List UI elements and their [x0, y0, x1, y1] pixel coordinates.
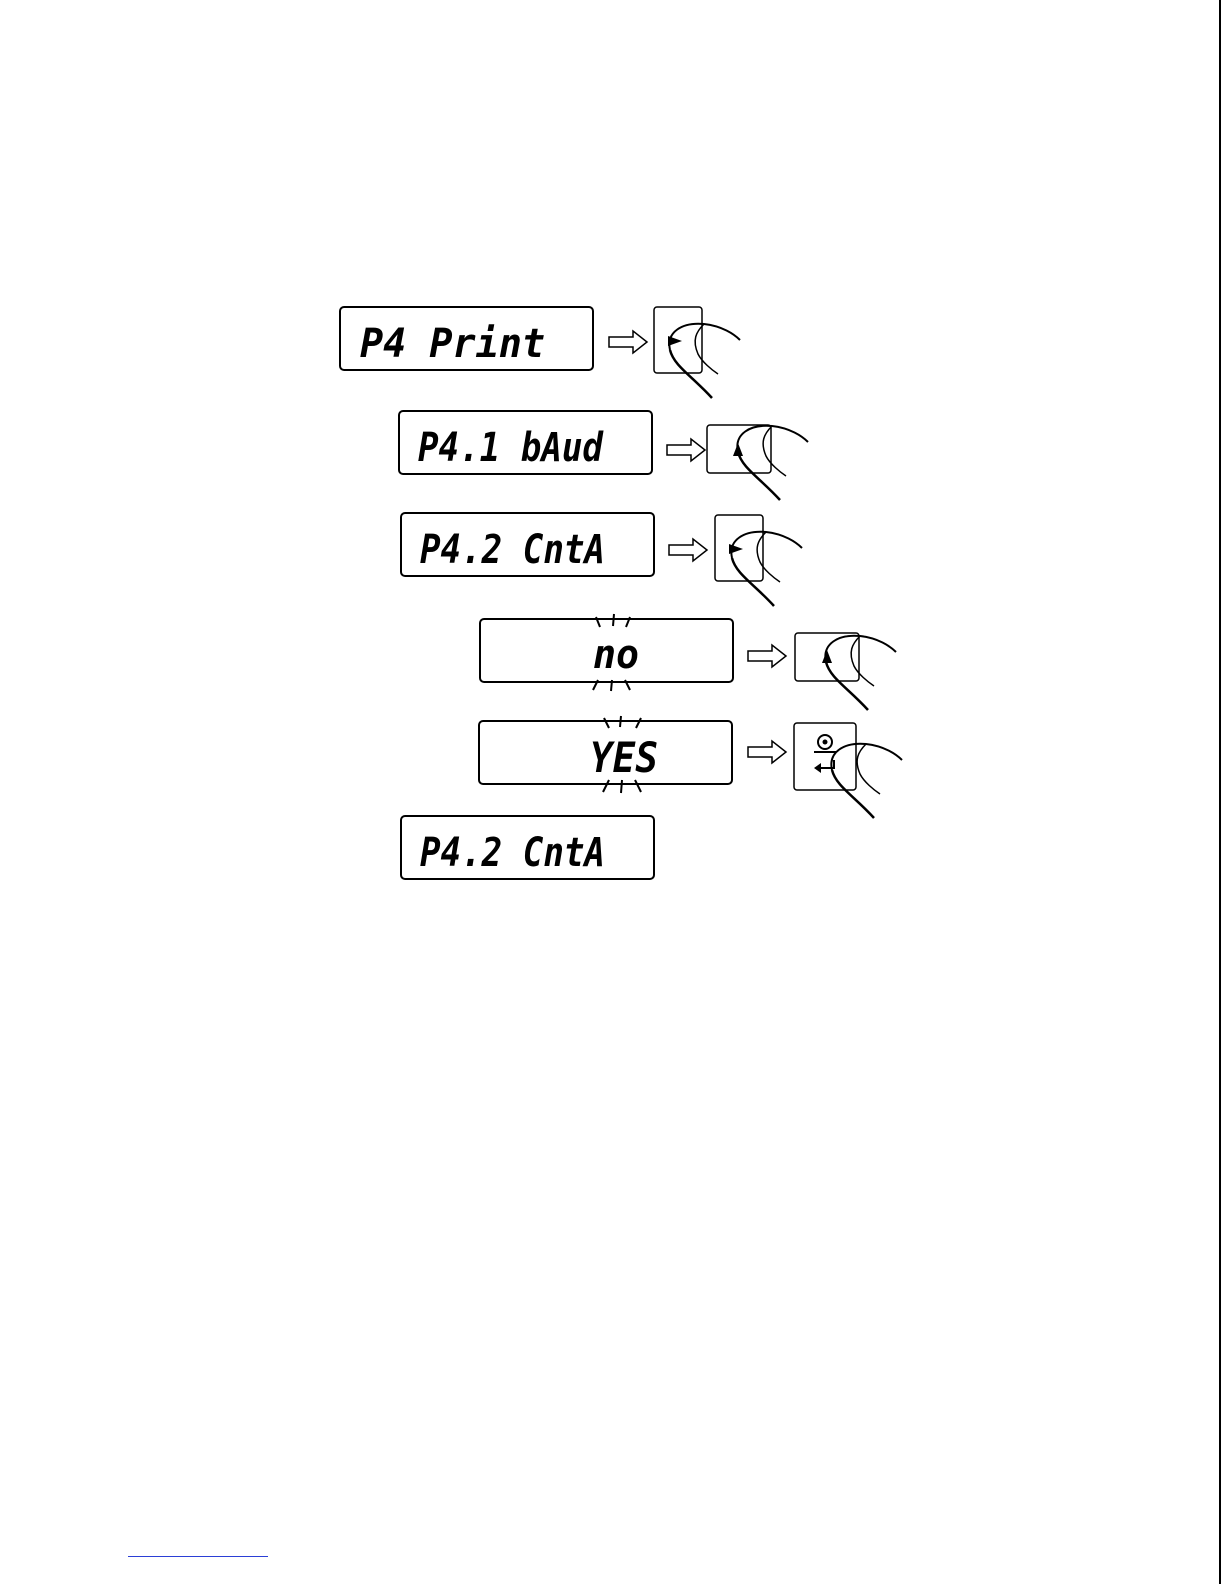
lcd-text: P4.1 bAud — [418, 425, 604, 471]
lcd-text: P4.2 CntA — [420, 527, 605, 573]
right-arrow-key[interactable] — [715, 515, 802, 606]
flow-arrow-icon — [748, 741, 786, 763]
step-4: no — [480, 614, 896, 710]
flow-arrow-icon — [669, 539, 707, 561]
right-arrow-key[interactable] — [654, 307, 740, 398]
step-6: P4.2 CntA — [401, 816, 654, 879]
footnote-rule — [128, 1556, 268, 1557]
lcd-text: P4 Print — [360, 321, 545, 367]
lcd-text: YES — [590, 733, 658, 782]
lcd-text: P4.2 CntA — [420, 830, 605, 876]
flow-arrow-icon — [748, 645, 786, 667]
up-arrow-key[interactable] — [707, 425, 808, 500]
step-5: YES — [479, 716, 902, 818]
flow-arrow-icon — [609, 331, 647, 353]
enter-key[interactable] — [794, 723, 902, 818]
step-3: P4.2 CntA — [401, 513, 802, 606]
flow-arrow-icon — [667, 439, 705, 461]
lcd-text: no — [593, 632, 639, 678]
step-1: P4 Print — [340, 307, 740, 398]
up-arrow-key[interactable] — [795, 633, 896, 710]
step-2: P4.1 bAud — [399, 411, 808, 500]
